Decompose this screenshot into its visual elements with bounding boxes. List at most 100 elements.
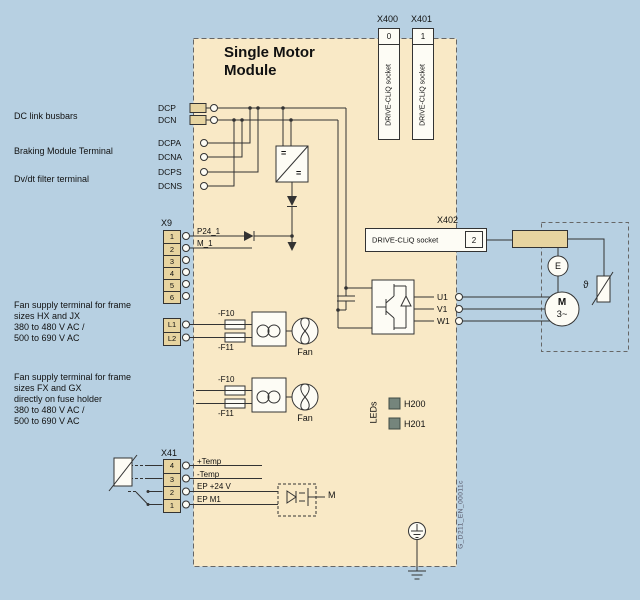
label-line: 500 to 690 V AC [14, 416, 80, 426]
x41-right-wires [189, 465, 325, 505]
junction-dots [146, 106, 348, 506]
psu-output-wire [287, 182, 297, 236]
led-h200-icon [388, 397, 401, 410]
x9-pin-1: 1 [169, 232, 175, 241]
fan-transformer-fx-icon [251, 377, 287, 413]
p24-wire [189, 231, 293, 242]
label-motor-letter: M [557, 297, 567, 308]
optocoupler-icon [277, 483, 317, 517]
label-u1: U1 [437, 292, 448, 302]
x9-pin-6: 6 [164, 291, 180, 303]
label-line: Fan supply terminal for frame [14, 300, 132, 310]
ep-switch-blade [135, 491, 149, 505]
x401-socket: 1 DRIVE-CLiQ socket [412, 28, 434, 140]
x400-port-number: 0 [379, 29, 399, 45]
module-title-line2: Module [224, 62, 277, 79]
x41-pin-4: 4 [169, 461, 175, 470]
label-fan-supply-fx: Fan supply terminal for frame sizes FX a… [14, 372, 131, 427]
diode-and-arrow-icons [244, 196, 297, 251]
x9-pin-4: 4 [164, 267, 180, 279]
label-p24: P24_1 [197, 227, 221, 236]
label-w1: W1 [437, 316, 450, 326]
label-fuse-f11-fx: -F11 [218, 409, 234, 418]
motor-icon [544, 291, 580, 327]
x402-socket: DRIVE-CLiQ socket 2 [365, 228, 487, 252]
p24-diode-icon [244, 231, 254, 241]
terminal-circles [182, 104, 463, 509]
x401-socket-label: DRIVE-CLiQ socket [419, 64, 427, 126]
label-dcna: DCNA [158, 152, 183, 162]
label-led-h200: H200 [404, 399, 426, 409]
label-dcpa: DCPA [158, 138, 181, 148]
watermark-text: G_D211_EN_00011c [457, 480, 465, 549]
x41-pin-2: 2 [164, 486, 180, 499]
psu-converter-icon [275, 145, 309, 183]
motor-temp-sensor-icon [591, 271, 614, 306]
label-x402: X402 [437, 215, 459, 225]
x402-port-number: 2 [465, 231, 483, 248]
label-x401: X401 [411, 14, 433, 24]
encoder-icon [547, 255, 569, 277]
label-fuse-f11-hx: -F11 [218, 343, 234, 352]
x400-socket: 0 DRIVE-CLiQ socket [378, 28, 400, 140]
label-line: 380 to 480 V AC / [14, 322, 85, 332]
component-symbols [108, 103, 614, 517]
fan-transformer-hx-icon [251, 311, 287, 347]
label-fuse-f10-hx: -F10 [218, 309, 235, 318]
label-encoder: E [554, 261, 561, 271]
label-fan-fx: Fan [297, 413, 313, 423]
fan-icon-hx [291, 317, 319, 345]
motor-connector-box [512, 230, 568, 248]
x9-pin-l1: L1 [167, 320, 177, 329]
x9-pin-2: 2 [164, 243, 180, 255]
label-dcp: DCP [158, 103, 176, 113]
x41-pin-3: 3 [164, 473, 180, 486]
label-line: 500 to 690 V AC [14, 333, 80, 343]
converter-symbol-bottom: = [296, 168, 302, 178]
label-v1: V1 [437, 304, 448, 314]
x9-pin-5: 5 [164, 279, 180, 291]
x402-socket-label: DRIVE-CLiQ socket [372, 235, 439, 245]
fan2-wires [196, 390, 292, 404]
fan-icons [291, 317, 319, 411]
ground-icons [408, 522, 426, 580]
label-line: sizes HX and JX [14, 311, 81, 321]
fan1-wires [189, 324, 292, 338]
pe-terminal-icon [408, 522, 426, 540]
led-h201-icon [388, 417, 401, 430]
label-motor-phases: 3~ [556, 309, 568, 320]
led-square-icons [388, 397, 401, 430]
label-braking-module-terminal: Braking Module Terminal [14, 146, 113, 156]
label-plus-temp: +Temp [197, 457, 222, 466]
earth-icon [408, 570, 426, 580]
label-led-h201: H201 [404, 419, 426, 429]
label-minus-temp: -Temp [197, 470, 220, 479]
label-line: sizes FX and GX [14, 383, 82, 393]
label-x41: X41 [161, 448, 178, 458]
label-ep-m1: EP M1 [197, 495, 221, 504]
fuse-through-lines [225, 324, 245, 404]
label-m1: M_1 [197, 239, 213, 248]
label-dc-link-busbars: DC link busbars [14, 111, 78, 121]
label-fan-supply-hx: Fan supply terminal for frame sizes HX a… [14, 300, 131, 344]
label-temp-symbol: ϑ [583, 280, 589, 291]
motor-temp-wire [568, 238, 605, 276]
x41-pin-strip: 4 3 2 1 [163, 459, 181, 513]
label-fan-hx: Fan [297, 347, 313, 357]
motor-group-icons [544, 255, 580, 327]
dcn-busbar-terminal [189, 115, 207, 125]
label-line: 380 to 480 V AC / [14, 405, 85, 415]
motor-enclosure-outline [541, 222, 629, 352]
label-x400: X400 [377, 14, 399, 24]
fan-icon-fx [291, 383, 319, 411]
module-title-line1: Single Motor [224, 44, 315, 61]
label-dcn: DCN [158, 115, 177, 125]
x41-left-dashed-wires [126, 465, 148, 492]
psu-diode-icon [287, 196, 297, 206]
dc-link-vertical-wires [337, 108, 372, 329]
label-x9: X9 [161, 218, 173, 228]
label-dcps: DCPS [158, 167, 182, 177]
label-line: Fan supply terminal for frame [14, 372, 132, 382]
label-opto-out: M [328, 490, 336, 500]
